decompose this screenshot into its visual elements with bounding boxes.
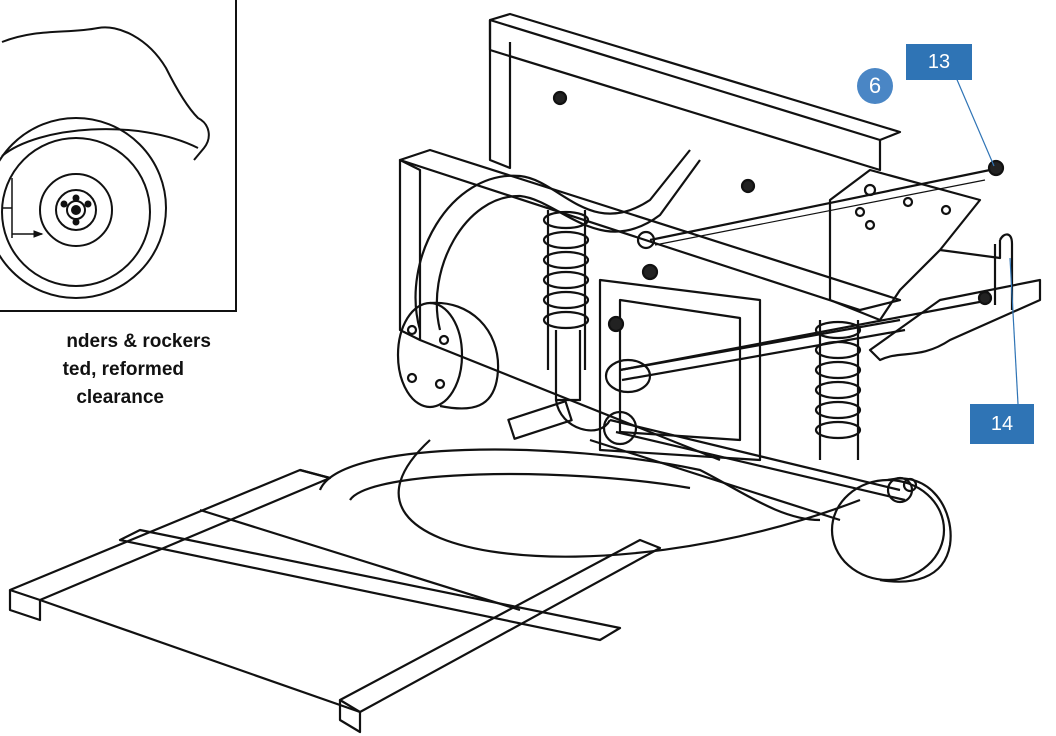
leader-13 (951, 67, 995, 167)
lower-frame (8, 468, 662, 734)
right-brake-drum (830, 476, 952, 583)
fender-outline (1, 26, 210, 161)
tie-rods (507, 168, 991, 522)
left-coil-spring (542, 210, 611, 432)
shock-mount-bracket (828, 168, 1002, 322)
callout-part-13: 13 (906, 44, 972, 80)
caption-line-1: nders & rockers (66, 331, 211, 352)
hook-bolt (993, 233, 1014, 310)
wheel-arch-circle (0, 117, 167, 299)
callout-part-14: 14 (970, 404, 1034, 444)
fender-lip (1, 128, 199, 157)
axle-center (71, 205, 81, 215)
hub-outer (55, 189, 97, 231)
caption-line-2: ted, reformed (62, 359, 184, 380)
curved-tube (318, 149, 1042, 558)
rim (39, 173, 113, 247)
inset-detail-box (0, 0, 237, 312)
callout-leaders (951, 67, 1019, 405)
hardware-nuts (552, 90, 1005, 333)
leader-14 (1009, 257, 1019, 405)
caption-line-3: clearance (76, 387, 164, 408)
right-coil-spring (814, 320, 862, 460)
upper-frame (398, 12, 902, 462)
callout-part-6: 6 (857, 68, 893, 104)
left-brake-drum (396, 301, 500, 410)
wheel-arch-drawing (0, 26, 210, 299)
tire-outer (1, 137, 151, 287)
